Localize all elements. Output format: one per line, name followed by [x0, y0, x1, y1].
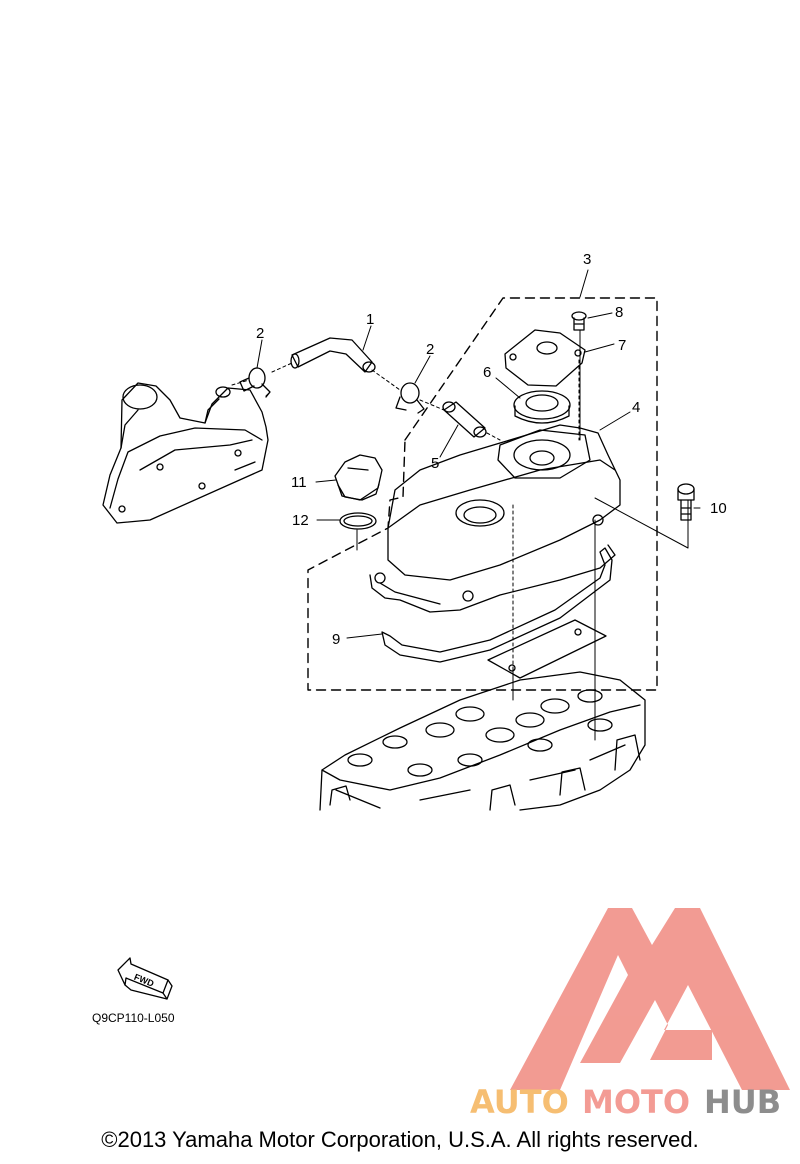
logo-triangle — [510, 908, 790, 1090]
callout-labels: 1 2 2 3 4 5 6 7 8 9 10 11 12 — [256, 251, 727, 648]
callout-2-right: 2 — [426, 341, 434, 358]
o-ring — [339, 512, 377, 530]
leader-lines — [231, 269, 701, 741]
logo-text-hub: HUB — [704, 1083, 781, 1121]
pipe — [442, 401, 487, 438]
callout-4: 4 — [632, 399, 640, 416]
logo-text-moto: MOTO — [582, 1083, 690, 1121]
left-cover-drawing — [102, 382, 269, 524]
diagram-code: Q9CP110-L050 — [92, 1011, 175, 1025]
oil-cap — [334, 454, 383, 501]
fwd-label: FWD — [133, 972, 156, 989]
assembly-boundary — [307, 297, 658, 691]
callout-7: 7 — [618, 337, 626, 354]
gasket — [381, 547, 613, 663]
callout-11: 11 — [291, 474, 307, 491]
clamp-right — [395, 382, 425, 414]
callout-1: 1 — [366, 311, 374, 328]
breather-plate — [487, 619, 607, 679]
cylinder-head — [319, 671, 646, 811]
callout-5: 5 — [431, 455, 439, 472]
breather-element — [513, 390, 571, 424]
callout-8: 8 — [615, 304, 623, 321]
callout-9: 9 — [332, 631, 340, 648]
callout-12: 12 — [292, 512, 309, 529]
callout-10: 10 — [710, 500, 727, 517]
callout-3: 3 — [583, 251, 591, 268]
valve-cover — [369, 424, 621, 613]
copyright-notice: ©2013 Yamaha Motor Corporation, U.S.A. A… — [101, 1127, 699, 1152]
automotohub-logo: AUTO MOTO HUB — [470, 908, 790, 1121]
fwd-arrow-icon — [117, 957, 173, 1000]
callout-6: 6 — [483, 364, 491, 381]
bolt-small — [571, 311, 587, 331]
logo-text-auto: AUTO — [470, 1083, 569, 1121]
hose — [290, 337, 376, 373]
cover-plate — [504, 329, 586, 387]
bolt-long — [677, 483, 695, 521]
clamp-left — [239, 367, 271, 398]
callout-2-left: 2 — [256, 325, 264, 342]
